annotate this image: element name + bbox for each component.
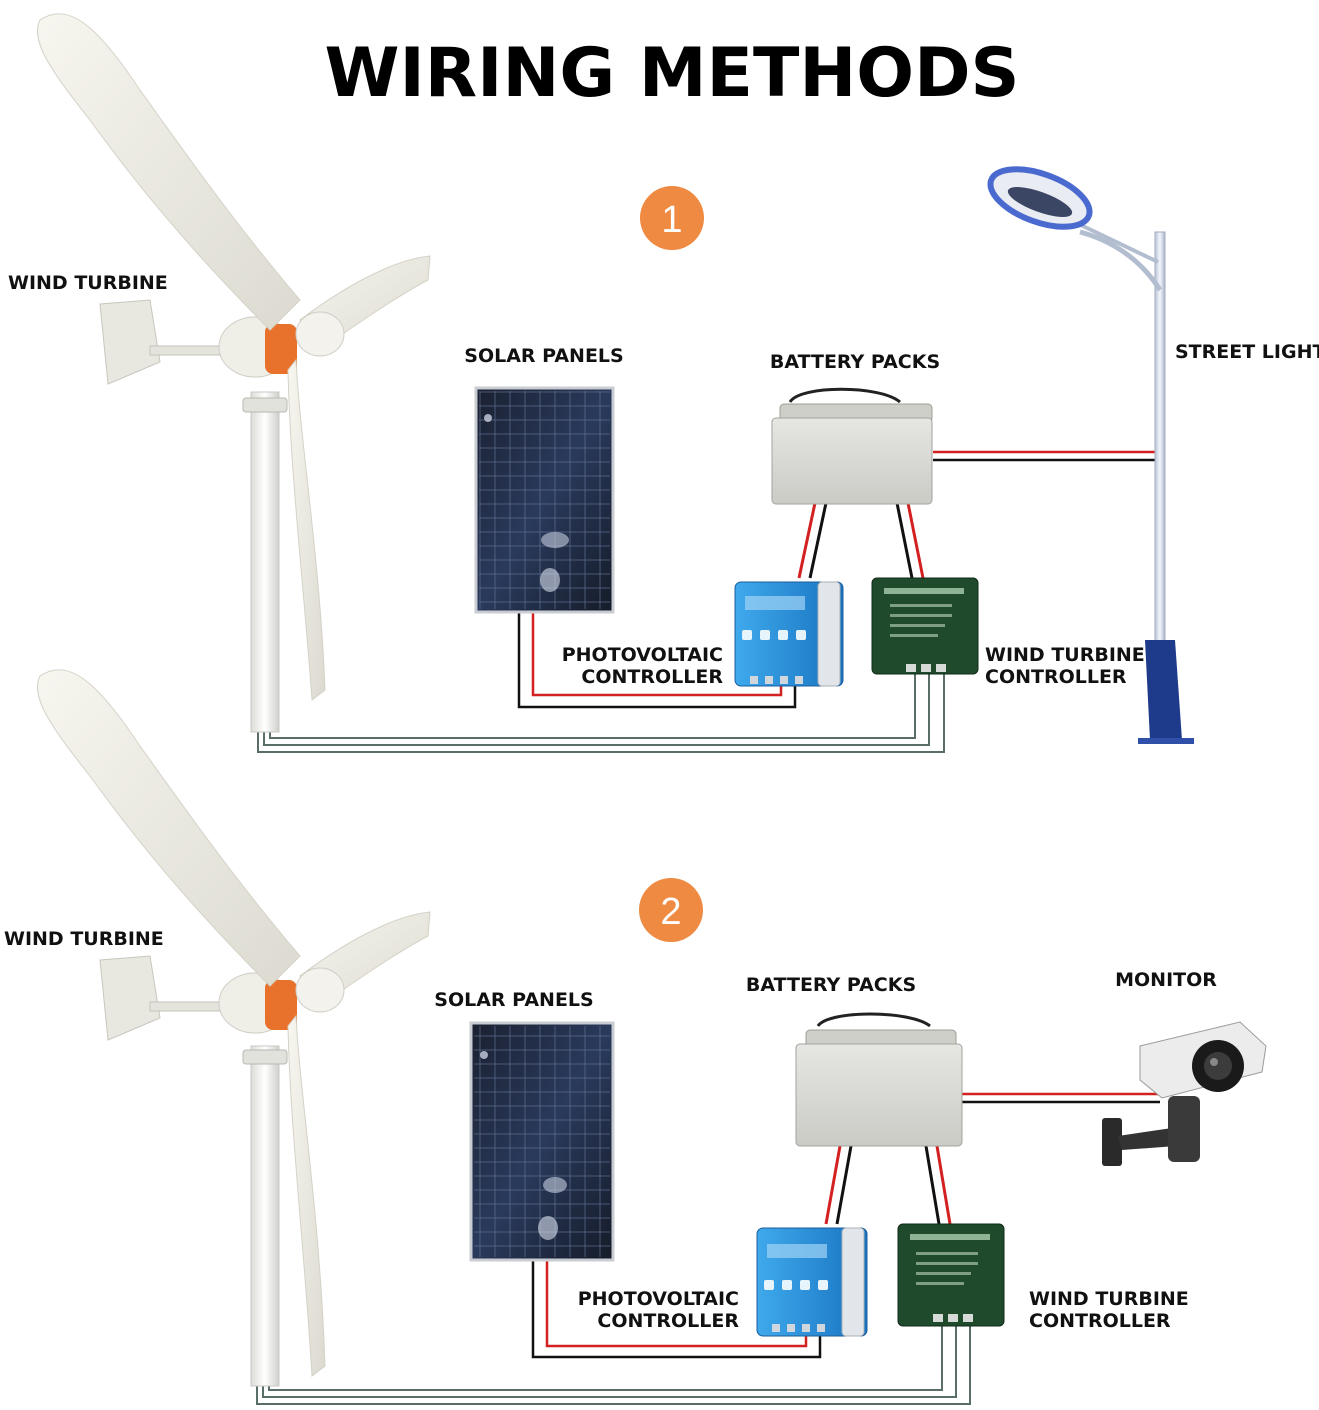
battery-cables	[797, 502, 925, 579]
svg-text:1: 1	[661, 199, 682, 241]
wind-turbine-label-1: WIND TURBINE	[8, 272, 168, 294]
method-1-badge: 1	[640, 186, 704, 250]
wind-controller-label-2b: CONTROLLER	[1029, 1310, 1171, 1332]
battery-pack-2	[795, 1012, 963, 1147]
page-title: WIRING METHODS	[324, 34, 1019, 113]
solar-panel-1	[474, 386, 615, 614]
wind-controller-2	[897, 1223, 1005, 1327]
wind-turbine-label-2: WIND TURBINE	[4, 928, 164, 950]
wind-turbine-2	[36, 669, 431, 1387]
monitor-label: MONITOR	[1115, 969, 1217, 991]
wind-turbine-1	[36, 13, 431, 733]
solar-panel-2	[469, 1021, 615, 1262]
battery-packs-label-1: BATTERY PACKS	[770, 351, 940, 373]
solar-panels-label-2: SOLAR PANELS	[434, 989, 593, 1011]
method-2-badge: 2	[639, 878, 703, 942]
pv-controller-1	[734, 581, 844, 687]
street-light	[987, 166, 1194, 744]
wind-controller-label-2a: WIND TURBINE	[1029, 1288, 1189, 1310]
solar-cable-2	[531, 1260, 822, 1359]
turbine-cable-2	[256, 1326, 971, 1405]
monitor-camera	[1102, 1021, 1267, 1166]
method-2: 2	[4, 669, 1267, 1405]
wind-controller-label-1b: CONTROLLER	[985, 666, 1127, 688]
battery-packs-label-2: BATTERY PACKS	[746, 974, 916, 996]
turbine-cable	[257, 674, 945, 753]
solar-cable	[517, 612, 797, 709]
wind-controller-1	[871, 577, 979, 675]
pv-controller-2	[756, 1227, 868, 1337]
load-cable-2	[962, 1092, 1160, 1104]
svg-text:2: 2	[660, 891, 681, 933]
pv-controller-label-2a: PHOTOVOLTAIC	[578, 1288, 739, 1310]
street-lights-label: STREET LIGHTS	[1175, 341, 1319, 363]
pv-controller-label-1a: PHOTOVOLTAIC	[562, 644, 723, 666]
battery-pack-1	[771, 387, 933, 505]
battery-cables-2	[824, 1145, 952, 1225]
pv-controller-label-1b: CONTROLLER	[581, 666, 723, 688]
wind-controller-label-1a: WIND TURBINE	[985, 644, 1145, 666]
solar-panels-label-1: SOLAR PANELS	[464, 345, 623, 367]
pv-controller-label-2b: CONTROLLER	[597, 1310, 739, 1332]
method-1: 1	[8, 13, 1319, 753]
load-cable	[933, 450, 1158, 462]
